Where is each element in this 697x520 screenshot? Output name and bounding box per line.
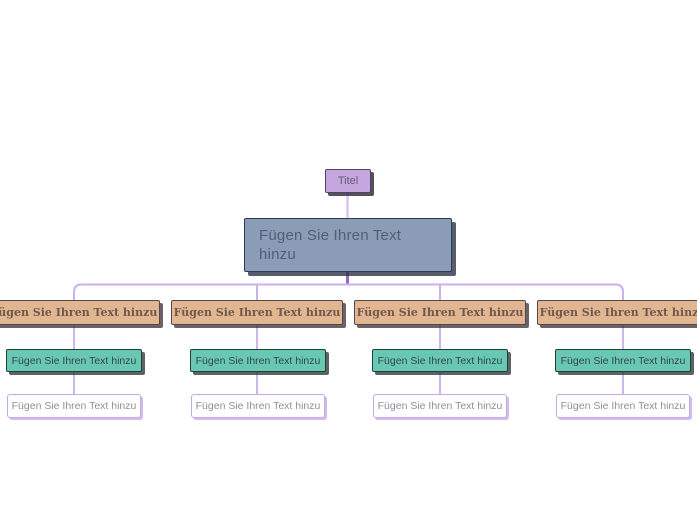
connector-rail xyxy=(73,283,624,301)
branch2-subtopic-label: Fügen Sie Ihren Text hinzu xyxy=(195,354,321,367)
branch3-subtopic-label: Fügen Sie Ihren Text hinzu xyxy=(377,354,503,367)
branch3-title-node[interactable]: Fügen Sie Ihren Text hinzu xyxy=(354,300,526,325)
branch4-subtopic-node[interactable]: Fügen Sie Ihren Text hinzu xyxy=(555,349,691,372)
branch4-note-label: Fügen Sie Ihren Text hinzu xyxy=(560,400,686,412)
branch2-note-node[interactable]: Fügen Sie Ihren Text hinzu xyxy=(191,394,325,418)
branch1-note-label: Fügen Sie Ihren Text hinzu xyxy=(11,400,137,412)
branch2-subtopic-node[interactable]: Fügen Sie Ihren Text hinzu xyxy=(190,349,326,372)
branch3-title-label: Fügen Sie Ihren Text hinzu xyxy=(356,306,524,319)
branch3-note-label: Fügen Sie Ihren Text hinzu xyxy=(377,400,503,412)
branch1-subtopic-node[interactable]: Fügen Sie Ihren Text hinzu xyxy=(6,349,142,372)
branch1-subtopic-label: Fügen Sie Ihren Text hinzu xyxy=(11,354,137,367)
branch4-note-node[interactable]: Fügen Sie Ihren Text hinzu xyxy=(556,394,690,418)
branch1-title-label: Fügen Sie Ihren Text hinzu xyxy=(0,306,158,319)
branch3-note-node[interactable]: Fügen Sie Ihren Text hinzu xyxy=(373,394,507,418)
root-topic-label: Titel xyxy=(337,175,359,187)
branch4-title-label: Fügen Sie Ihren Text hinzu xyxy=(539,306,697,319)
branch2-note-label: Fügen Sie Ihren Text hinzu xyxy=(195,400,321,412)
branch2-title-label: Fügen Sie Ihren Text hinzu xyxy=(173,306,341,319)
branch4-subtopic-label: Fügen Sie Ihren Text hinzu xyxy=(560,354,686,367)
main-topic-label: Fügen Sie Ihren Text hinzu xyxy=(259,227,402,263)
branch1-note-node[interactable]: Fügen Sie Ihren Text hinzu xyxy=(7,394,141,418)
branch3-subtopic-node[interactable]: Fügen Sie Ihren Text hinzu xyxy=(372,349,508,372)
root-topic-node[interactable]: Titel xyxy=(325,169,371,193)
branch1-title-node[interactable]: Fügen Sie Ihren Text hinzu xyxy=(0,300,160,325)
main-topic-node[interactable]: Fügen Sie Ihren Text hinzu xyxy=(244,218,452,272)
branch4-title-node[interactable]: Fügen Sie Ihren Text hinzu xyxy=(537,300,697,325)
branch2-title-node[interactable]: Fügen Sie Ihren Text hinzu xyxy=(171,300,343,325)
